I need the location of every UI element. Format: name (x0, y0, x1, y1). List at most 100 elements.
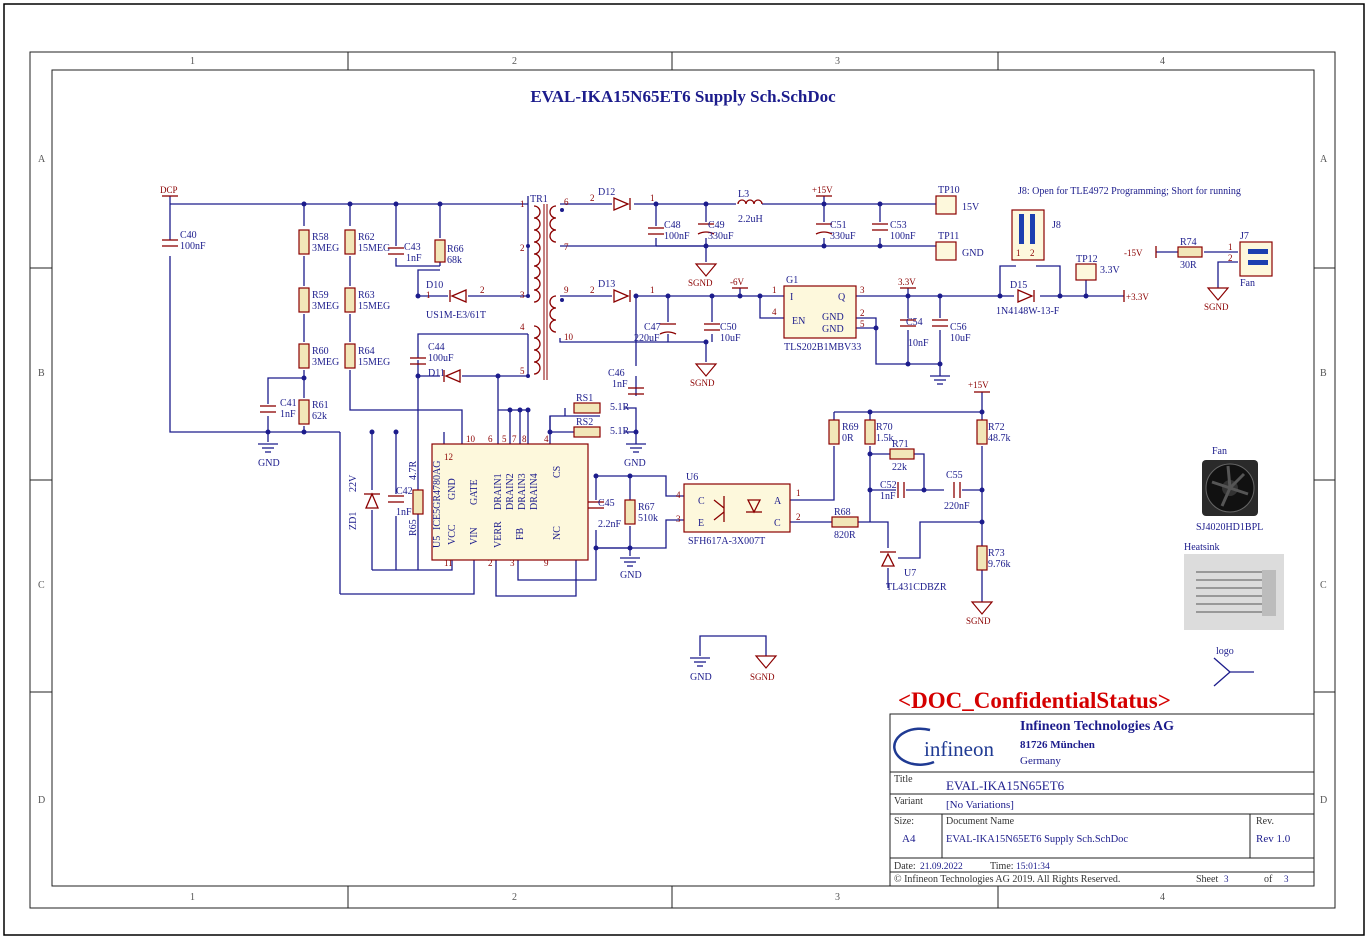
rs1-value: 5.1R (610, 402, 630, 413)
svg-text:2: 2 (796, 512, 801, 522)
zone-ticks (30, 52, 1335, 908)
capacitor-c51: C51 330uF (815, 220, 856, 242)
c45-value: 2.2nF (598, 519, 622, 530)
row-label-right-d: D (1320, 795, 1327, 806)
inductor-l3: L3 2.2uH (737, 189, 763, 225)
p3v3-out-label: +3.3V (1126, 292, 1149, 302)
svg-text:8: 8 (522, 434, 527, 444)
r60-value: 3MEG (312, 357, 339, 368)
of-label: of (1264, 874, 1273, 885)
c54-ref: C54 (906, 317, 923, 328)
c47-value: 220uF (634, 333, 660, 344)
testpoint-tp11: TP11 GND (935, 231, 984, 261)
size-label: Size: (894, 816, 914, 827)
row-label-left-b: B (38, 368, 45, 379)
svg-text:5: 5 (520, 366, 525, 376)
svg-text:10: 10 (466, 434, 476, 444)
c40-ref: C40 (180, 230, 197, 241)
title-value: EVAL-IKA15N65ET6 (946, 778, 1065, 793)
company-city: 81726 München (1020, 739, 1095, 751)
c55-ref: C55 (946, 470, 963, 481)
gnd-label-r67: GND (620, 570, 642, 581)
u7-value: TL431CDBZR (886, 582, 947, 593)
r74-ref: R74 (1180, 237, 1197, 248)
c41-ref: C41 (280, 398, 297, 409)
tp12-ref: TP12 (1076, 254, 1098, 265)
c50-value: 10uF (720, 333, 741, 344)
sheet-title: EVAL-IKA15N65ET6 Supply Sch.SchDoc (530, 87, 836, 106)
svg-text:6: 6 (564, 197, 569, 207)
sgnd-label-j7: SGND (1204, 302, 1229, 312)
inner-border (51, 69, 1315, 887)
resistor-r63: R63 15MEG (344, 287, 390, 313)
r59-ref: R59 (312, 290, 329, 301)
tp10-label: 15V (962, 202, 980, 213)
testpoint-tp10: TP10 15V (935, 185, 980, 215)
r66-value: 68k (447, 255, 462, 266)
col-label-top-2: 2 (512, 56, 517, 67)
net-p15v-right: +15V (968, 380, 990, 393)
tp10-ref: TP10 (938, 185, 960, 196)
r68-value: 820R (834, 530, 856, 541)
capacitor-c40: C40 100nF (162, 230, 206, 252)
tr1-ref: TR1 (530, 194, 548, 205)
zone-labels: 1 2 3 4 1 2 3 4 A B C D A B C D (38, 56, 1328, 903)
svg-text:4: 4 (676, 490, 681, 500)
c53-ref: C53 (890, 220, 907, 231)
sgnd-symbol-2: SGND (690, 363, 718, 388)
d11-ref: D11 (428, 368, 445, 379)
zd1-value: 22V (348, 474, 359, 492)
c51-ref: C51 (830, 220, 847, 231)
r70-ref: R70 (876, 422, 893, 433)
c48-ref: C48 (664, 220, 681, 231)
u5-pin-vin: VIN (469, 527, 480, 545)
c48-value: 100nF (664, 231, 690, 242)
capacitor-c45: C45 2.2nF (588, 498, 622, 530)
resistor-r62: R62 15MEG (344, 229, 390, 255)
date-label: Date: (894, 861, 916, 872)
diode-d11: D11 (428, 368, 461, 383)
capacitor-c52: C52 1nF (880, 480, 905, 502)
heatsink-label: Heatsink (1184, 542, 1220, 553)
r60-ref: R60 (312, 346, 329, 357)
r71-ref: R71 (892, 439, 909, 450)
docname-label: Document Name (946, 816, 1015, 827)
col-label-bottom-3: 3 (835, 892, 840, 903)
logo-label: logo (1216, 646, 1234, 657)
u6-pin-a: A (774, 496, 782, 507)
c42-value: 1nF (396, 507, 412, 518)
d15-value: 1N4148W-13-F (996, 306, 1060, 317)
resistor-r65: R65 4.7R (408, 461, 424, 536)
date-value: 21.09.2022 (920, 862, 963, 872)
c43-ref: C43 (404, 242, 421, 253)
resistor-r58: R58 3MEG (298, 229, 339, 255)
j8-ref: J8 (1052, 220, 1061, 231)
r65-value: 4.7R (408, 461, 419, 481)
c49-ref: C49 (708, 220, 725, 231)
net-m6v: -6V (730, 277, 748, 289)
g1-ref: G1 (786, 275, 798, 286)
c50-ref: C50 (720, 322, 737, 333)
rs1-ref: RS1 (576, 393, 593, 404)
connector-j7: J7 Fan 12 (1228, 231, 1273, 289)
col-label-bottom-1: 1 (190, 892, 195, 903)
j7-value: Fan (1240, 278, 1255, 289)
copyright: © Infineon Technologies AG 2019. All Rig… (894, 874, 1120, 885)
g1-pin-i: I (790, 292, 793, 303)
svg-text:2: 2 (860, 308, 865, 318)
capacitor-c43: C43 1nF (388, 242, 422, 264)
row-label-right-c: C (1320, 580, 1327, 591)
svg-text:1: 1 (650, 193, 655, 203)
l3-value: 2.2uH (738, 214, 763, 225)
r66-ref: R66 (447, 244, 464, 255)
testpoint-tp12: TP12 3.3V (1075, 254, 1121, 281)
r68-ref: R68 (834, 507, 851, 518)
net-p3v3-out: +3.3V (1123, 290, 1149, 302)
infineon-logo: infineon (893, 727, 994, 766)
resistor-r64: R64 15MEG (344, 343, 390, 369)
u5-pin-nc: NC (552, 526, 563, 540)
net-p15v-top: +15V (812, 185, 833, 197)
resistor-r68: R68 820R (831, 507, 859, 541)
